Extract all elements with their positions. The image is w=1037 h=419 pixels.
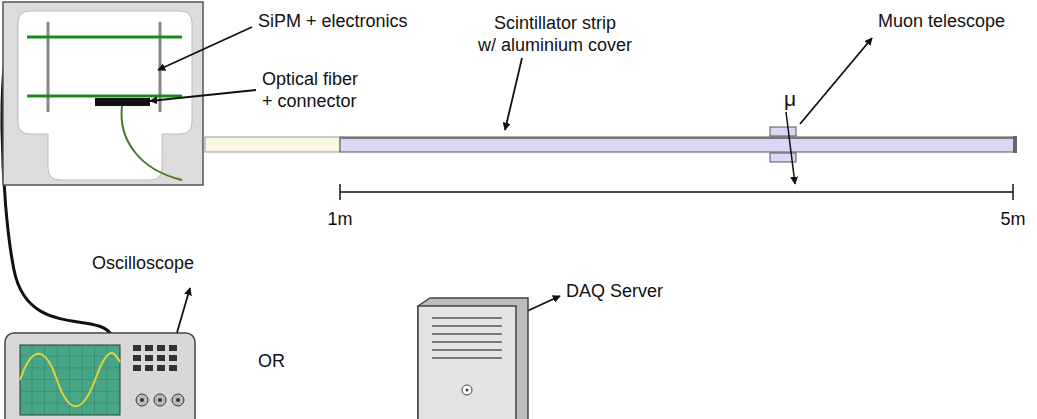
device-label: DAQ Server	[566, 280, 663, 302]
part-label: Muon telescope	[878, 10, 1005, 32]
scale-value: 5m	[1000, 208, 1025, 230]
leader-lines	[150, 27, 872, 336]
scale-bar	[340, 184, 1013, 200]
server-icon	[418, 298, 528, 419]
muon-track	[786, 112, 795, 184]
strip-end-cap	[1013, 136, 1017, 153]
alternative-label: OR	[258, 350, 285, 372]
telescope-paddle	[770, 127, 796, 136]
fiber-connector	[205, 137, 340, 152]
part-label: SiPM + electronics	[258, 10, 408, 32]
part-label: Scintillator strip w/ aluminium cover	[478, 12, 632, 56]
scintillator-strip	[340, 137, 1015, 152]
scale-value: 1m	[327, 208, 352, 230]
particle-symbol: μ	[784, 86, 796, 111]
sipm-housing	[3, 2, 203, 185]
oscilloscope-icon	[5, 333, 195, 419]
aluminium-cover	[340, 137, 1015, 139]
part-label: Optical fiber + connector	[262, 68, 358, 112]
device-label: Oscilloscope	[92, 252, 194, 274]
